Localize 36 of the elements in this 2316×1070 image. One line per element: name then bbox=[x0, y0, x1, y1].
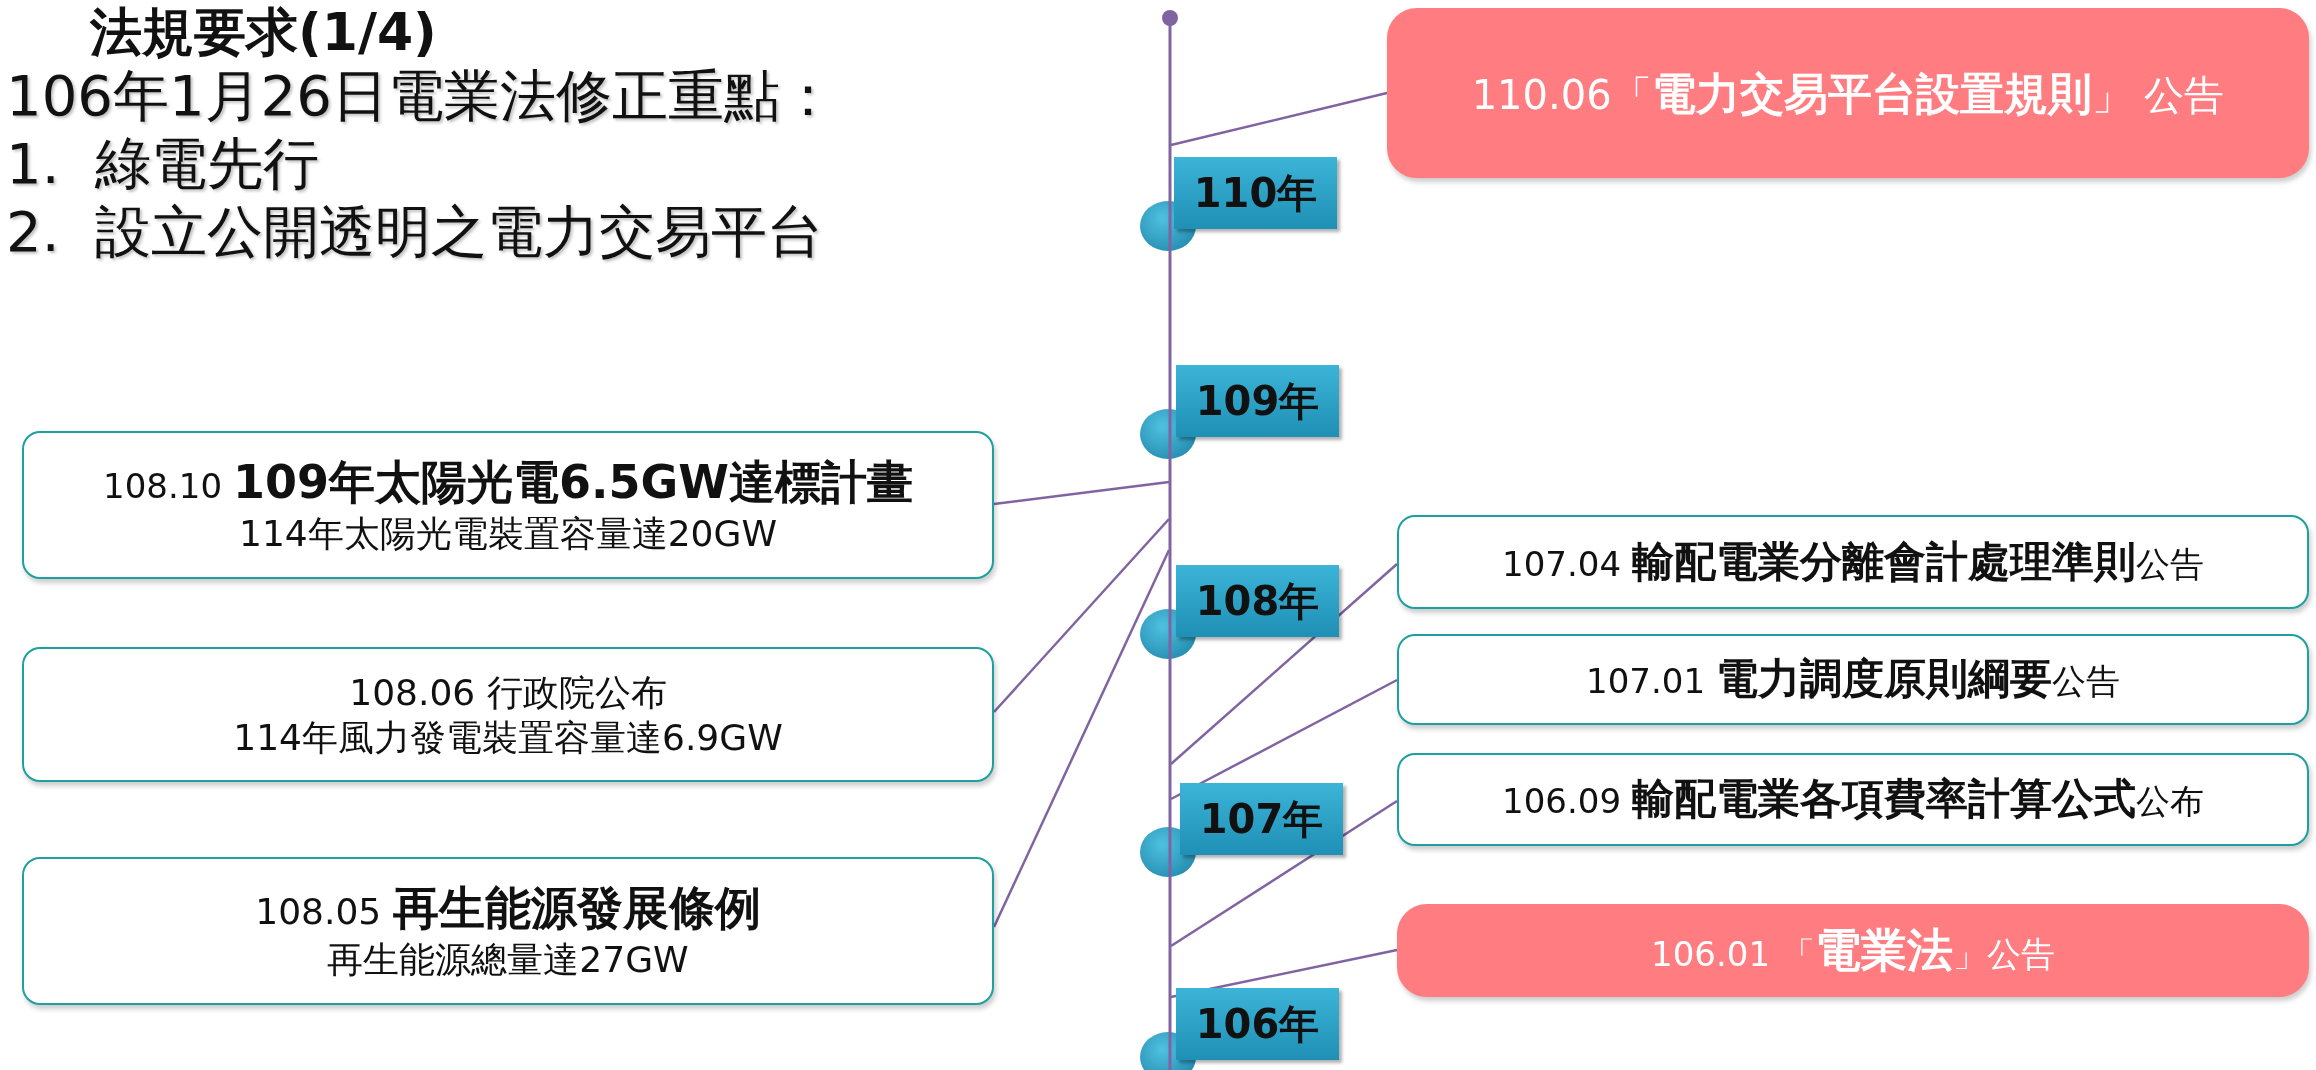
event-title: 108.05 再生能源發展條例 bbox=[255, 879, 761, 937]
leader-line bbox=[1170, 678, 1398, 801]
event-box bbox=[1397, 753, 2309, 846]
event-detail: 再生能源總量達27GW bbox=[327, 938, 689, 983]
leader-line bbox=[993, 518, 1170, 713]
event-box bbox=[1387, 8, 2309, 178]
event-title: 110.06「電力交易平台設置規則」 公告 bbox=[1471, 66, 2225, 121]
event-title: 107.04 輸配電業分離會計處理準則公告 bbox=[1502, 535, 2204, 588]
timeline-axis bbox=[1162, 10, 1178, 1070]
event-detail: 114年風力發電裝置容量達6.9GW bbox=[233, 715, 783, 760]
event-box bbox=[22, 431, 994, 579]
year-tag: 108年 bbox=[1176, 565, 1339, 637]
event-box bbox=[1397, 634, 2309, 725]
leader-line bbox=[993, 480, 1170, 506]
list-item: 2. 設立公開透明之電力交易平台 bbox=[6, 198, 824, 266]
event-detail: 114年太陽光電裝置容量達20GW bbox=[239, 512, 777, 557]
event-box bbox=[22, 647, 994, 782]
event-box bbox=[1397, 904, 2309, 997]
leader-line bbox=[1170, 799, 1398, 948]
list-item: 1. 綠電先行 bbox=[6, 130, 320, 198]
year-tag: 106年 bbox=[1176, 988, 1339, 1060]
event-box bbox=[1397, 515, 2309, 609]
year-tag: 109年 bbox=[1176, 365, 1339, 437]
event-box bbox=[22, 857, 994, 1005]
year-tag: 110年 bbox=[1174, 157, 1337, 229]
event-title: 107.01 電力調度原則綱要公告 bbox=[1586, 653, 2120, 706]
event-title: 108.06 行政院公布 bbox=[349, 670, 667, 715]
slide-title: 法規要求(1/4) bbox=[90, 4, 437, 62]
leader-line bbox=[992, 549, 1171, 928]
event-title: 108.10 109年太陽光電6.5GW達標計畫 bbox=[103, 453, 913, 511]
leader-line bbox=[1170, 563, 1398, 765]
intro-heading: 106年1月26日電業法修正重點： bbox=[6, 62, 836, 130]
leader-line bbox=[1170, 91, 1388, 147]
year-tag: 107年 bbox=[1180, 783, 1343, 855]
event-title: 106.01 「電業法」公告 bbox=[1651, 921, 2055, 979]
event-title: 106.09 輸配電業各項費率計算公式公布 bbox=[1502, 773, 2204, 826]
